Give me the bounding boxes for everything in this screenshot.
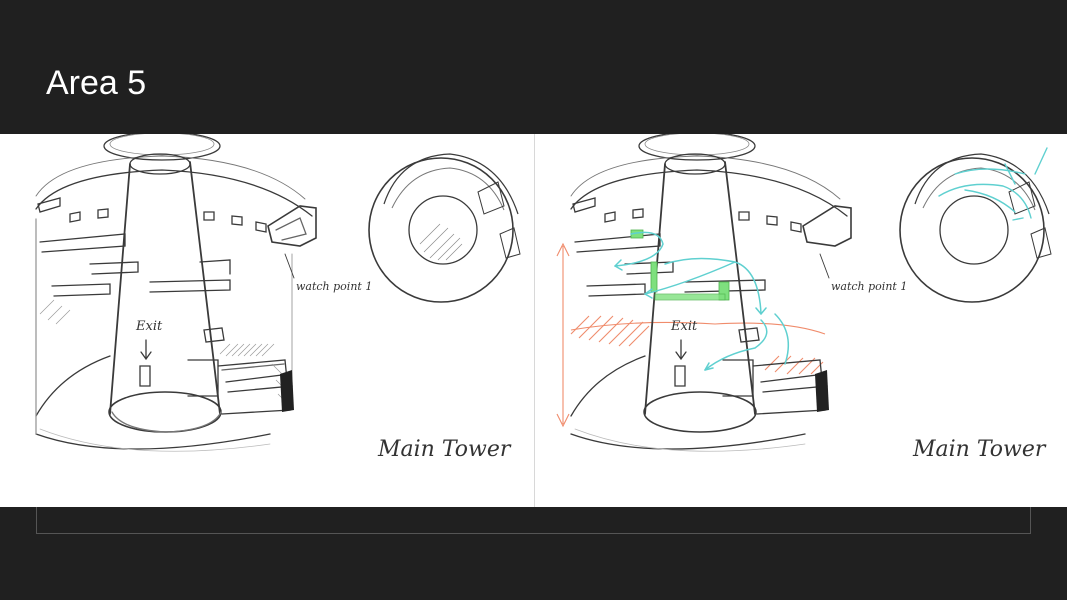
slide-title: Area 5 [46,64,146,103]
sketch-panel-right: Exit watch point 1 Main Tower [535,134,1067,507]
sketch-panel-left: Exit watch point 1 Main Tower [0,134,534,507]
exit-label: Exit [670,319,698,334]
tower-sketch-left: Exit watch point 1 Main Tower [0,134,534,507]
exit-label: Exit [135,319,163,334]
caption-label: Main Tower [912,437,1047,462]
watch-point-label: watch point 1 [296,280,372,293]
caption-label: Main Tower [377,437,512,462]
watch-point-label: watch point 1 [831,280,907,293]
tower-sketch-right: Exit watch point 1 Main Tower [535,134,1067,507]
